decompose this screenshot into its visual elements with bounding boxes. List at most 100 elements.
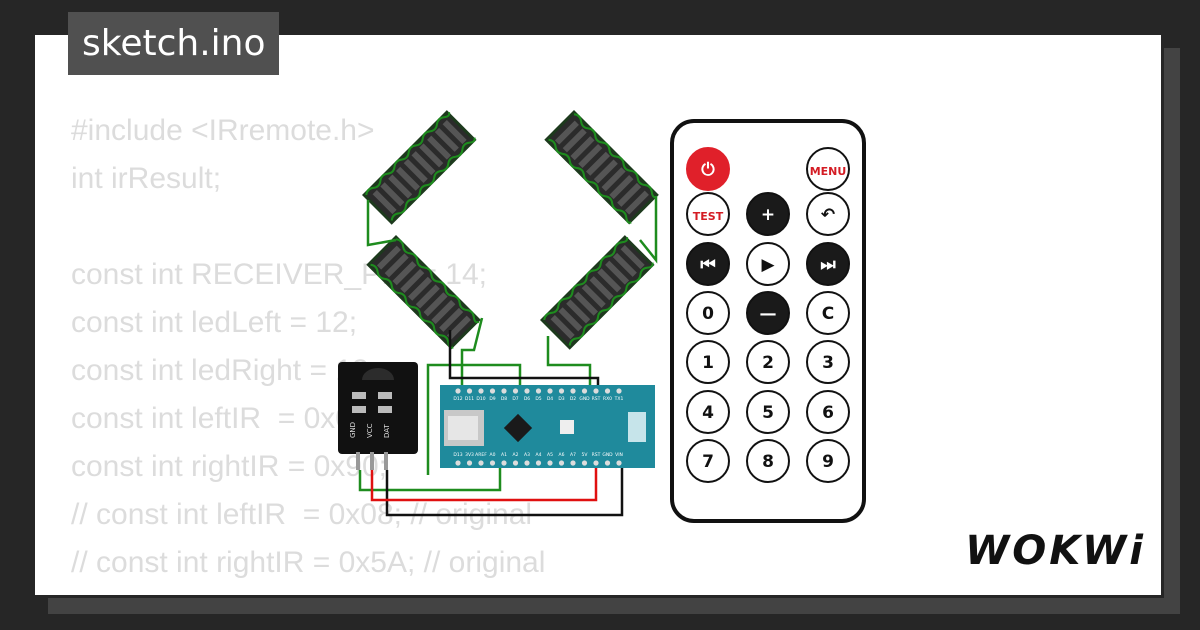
pin-label: 5V: [582, 452, 589, 458]
led-bar-graph[interactable]: [361, 109, 478, 226]
remote-button-label: TEST: [693, 210, 724, 223]
header-pin[interactable]: [489, 388, 496, 394]
remote-button-label: ⏮: [700, 255, 715, 275]
remote-button-seven[interactable]: 7: [686, 439, 730, 483]
pin-label: D3: [558, 396, 564, 402]
header-pin[interactable]: [478, 460, 484, 466]
ir-remote[interactable]: ⏻ MENU TEST + ↶ ⏮ ▶ ⏭ 0 — C 1 2 3 4 5 6 7 8 9: [670, 119, 866, 523]
remote-button-label: 2: [762, 353, 774, 373]
header-pin[interactable]: [512, 460, 519, 466]
remote-button-five[interactable]: 5: [746, 390, 790, 434]
header-pin[interactable]: [616, 460, 622, 466]
remote-button-menu[interactable]: MENU: [806, 147, 850, 191]
remote-button-one[interactable]: 1: [686, 340, 730, 384]
header-pin[interactable]: [535, 388, 542, 394]
pin-label: RST: [592, 452, 601, 458]
remote-button-power[interactable]: ⏻: [686, 147, 730, 191]
pin-label: D7: [512, 396, 518, 402]
remote-button-label: ⏭: [820, 255, 836, 275]
pin-label: D5: [535, 396, 541, 402]
pin-label: AREF: [475, 452, 487, 458]
remote-button-three[interactable]: 3: [806, 340, 850, 384]
remote-button-six[interactable]: 6: [806, 390, 850, 434]
pin-label: RX0: [603, 396, 612, 402]
pin-label: RST: [592, 396, 601, 402]
pin-label: A4: [536, 452, 542, 458]
code-line: int irResult;: [71, 162, 222, 195]
header-pin[interactable]: [570, 460, 576, 466]
remote-button-four[interactable]: 4: [686, 390, 730, 434]
sketch-filename-tab[interactable]: sketch.ino: [68, 12, 280, 75]
led-bar-graph[interactable]: [365, 234, 482, 351]
remote-button-c[interactable]: C: [806, 291, 850, 335]
code-line: const int rightIR = 0x90;: [71, 450, 387, 483]
header-pin[interactable]: [524, 388, 530, 394]
header-pin[interactable]: [570, 388, 576, 394]
header-pin[interactable]: [558, 388, 565, 394]
code-line: // const int rightIR = 0x5A; // original: [71, 546, 546, 579]
header-pin[interactable]: [593, 460, 599, 466]
remote-button-label: MENU: [810, 165, 847, 178]
remote-button-play[interactable]: ▶: [746, 242, 790, 286]
header-pin[interactable]: [524, 460, 530, 466]
remote-button-label: C: [822, 304, 834, 324]
pin-label: A3: [524, 452, 530, 458]
header-pin[interactable]: [581, 460, 588, 466]
remote-button-label: —: [760, 304, 777, 324]
header-pin[interactable]: [604, 460, 611, 466]
pin-label: VCC: [366, 423, 374, 438]
pin-label: D13: [453, 452, 462, 458]
header-pin[interactable]: [512, 388, 519, 394]
pin-label: GND: [579, 396, 590, 402]
remote-button-label: +: [761, 205, 775, 225]
pin-label: D6: [524, 396, 530, 402]
red-wire: [370, 462, 598, 502]
wokwi-logo: WOKWi: [965, 528, 1146, 574]
header-pin[interactable]: [604, 388, 611, 394]
remote-button-label: 9: [822, 452, 834, 472]
remote-button-nine[interactable]: 9: [806, 439, 850, 483]
remote-button-two[interactable]: 2: [746, 340, 790, 384]
remote-button-zero[interactable]: 0: [686, 291, 730, 335]
led-bar-graph[interactable]: [543, 109, 660, 226]
pin-label: A0: [490, 452, 496, 458]
remote-button-label: ▶: [761, 255, 775, 275]
header-pin[interactable]: [466, 460, 473, 466]
remote-button-prev[interactable]: ⏮: [686, 242, 730, 286]
header-pin[interactable]: [501, 388, 507, 394]
remote-button-test[interactable]: TEST: [686, 192, 730, 236]
header-pin[interactable]: [547, 460, 553, 466]
code-line: const int ledLeft = 12;: [71, 306, 358, 339]
remote-button-eight[interactable]: 8: [746, 439, 790, 483]
remote-button-label: 4: [702, 403, 714, 423]
header-pin[interactable]: [558, 460, 565, 466]
remote-button-minus[interactable]: —: [746, 291, 790, 335]
pin-label: A7: [570, 452, 576, 458]
header-pin[interactable]: [489, 460, 496, 466]
remote-button-next[interactable]: ⏭: [806, 242, 850, 286]
pin-label: D8: [501, 396, 507, 402]
pin-label: TX1: [614, 396, 624, 402]
remote-button-back[interactable]: ↶: [806, 192, 850, 236]
remote-button-label: 6: [822, 403, 834, 423]
header-pin[interactable]: [547, 388, 553, 394]
remote-button-label: 8: [762, 452, 774, 472]
header-pin[interactable]: [581, 388, 588, 394]
pin-label: A6: [559, 452, 565, 458]
pin-label: GND: [602, 452, 613, 458]
header-pin[interactable]: [593, 388, 599, 394]
led-bar-graph[interactable]: [539, 234, 656, 351]
header-pin[interactable]: [478, 388, 484, 394]
ir-receiver[interactable]: GND VCC DAT: [338, 362, 418, 470]
header-pin[interactable]: [616, 388, 622, 394]
header-pin[interactable]: [466, 388, 473, 394]
header-pin[interactable]: [455, 460, 461, 466]
remote-button-label: 0: [702, 304, 714, 324]
header-pin[interactable]: [535, 460, 542, 466]
remote-button-plus[interactable]: +: [746, 192, 790, 236]
code-line: #include <IRremote.h>: [71, 114, 375, 147]
header-pin[interactable]: [501, 460, 507, 466]
header-pin[interactable]: [455, 388, 461, 394]
pin-label: D2: [570, 396, 576, 402]
